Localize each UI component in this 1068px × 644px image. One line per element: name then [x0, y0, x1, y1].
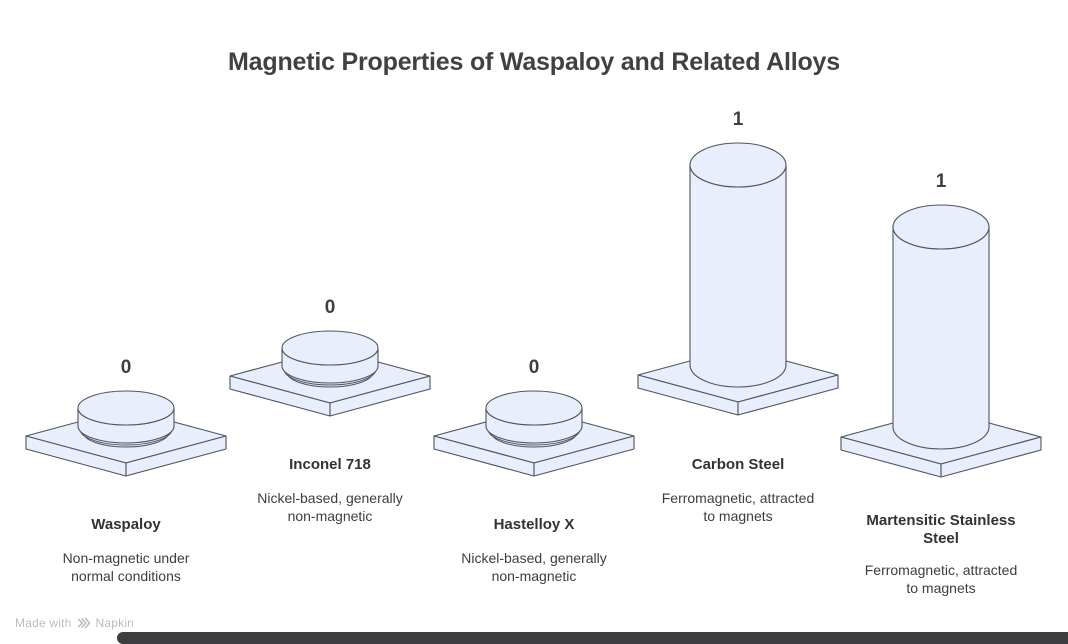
cylinder-top-face: [892, 204, 990, 250]
cylinder-side: [689, 164, 787, 388]
pedestal-right-face: [533, 435, 635, 477]
horizontal-scrollbar-thumb[interactable]: [117, 632, 1068, 644]
cylinder-top-face: [77, 390, 175, 426]
disc-figure: [433, 390, 635, 477]
cylinder-top-face: [689, 142, 787, 188]
value-label: 0: [528, 357, 540, 378]
value-label: 0: [120, 357, 132, 378]
watermark: Made with Napkin: [15, 615, 134, 631]
pedestal-right-face: [737, 374, 839, 416]
value-label: 0: [324, 297, 336, 318]
watermark-brand: Napkin: [95, 616, 135, 630]
cylinder-top-face: [485, 390, 583, 426]
cylinder-base-rim: [490, 431, 578, 448]
cylinder-top-face: [281, 330, 379, 366]
alloy-description: Nickel-based, generally non-magnetic: [257, 490, 403, 524]
tall-cylinder-figure: [637, 142, 839, 416]
napkin-logo-icon: [77, 617, 91, 629]
cylinder-base-rim: [82, 431, 170, 448]
alloy-description: Non-magnetic under normal conditions: [62, 550, 190, 584]
alloy-name: Hastelloy X: [493, 516, 575, 533]
alloy-description: Nickel-based, generally non-magnetic: [461, 550, 607, 584]
cylinder-side: [892, 226, 990, 450]
alloy-name: Carbon Steel: [691, 456, 785, 473]
alloy-name: Inconel 718: [289, 456, 371, 473]
alloy-description: Ferromagnetic, attracted to magnets: [661, 490, 815, 524]
pedestal-right-face: [329, 375, 431, 417]
pedestal-right-face: [125, 435, 227, 477]
pedestal-right-face: [940, 436, 1042, 478]
watermark-prefix: Made with: [15, 616, 72, 630]
alloy-name: Martensitic Stainless Steel: [866, 512, 1016, 547]
disc-figure: [229, 330, 431, 417]
value-label: 1: [935, 171, 947, 192]
tall-cylinder-figure: [840, 204, 1042, 478]
alloy-description: Ferromagnetic, attracted to magnets: [864, 562, 1018, 596]
cylinder-base-rim: [286, 371, 374, 388]
value-label: 1: [732, 109, 744, 130]
alloy-name: Waspaloy: [91, 516, 161, 533]
disc-figure: [25, 390, 227, 477]
chart-title: Magnetic Properties of Waspaloy and Rela…: [228, 48, 840, 76]
